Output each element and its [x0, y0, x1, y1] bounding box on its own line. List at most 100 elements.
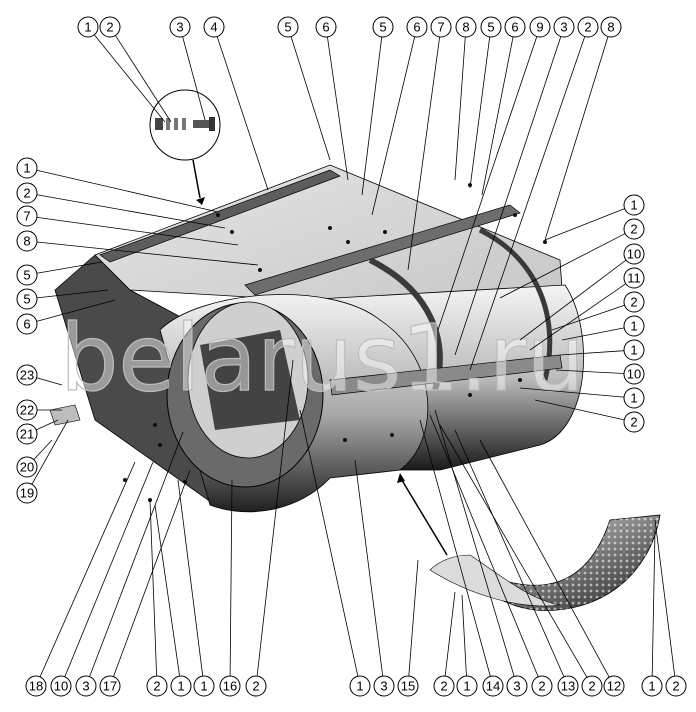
leader-line — [481, 36, 514, 196]
callout-bottom-8: 2 — [245, 359, 294, 697]
callout-number: 14 — [486, 679, 500, 694]
callout-circle — [557, 675, 579, 697]
leader-line — [299, 409, 359, 677]
callout-top-0: 1 — [77, 16, 166, 123]
callout-circle — [433, 675, 455, 697]
callout-number: 1 — [648, 679, 655, 694]
callout-bottom-0: 18 — [25, 461, 136, 697]
callout-circle — [531, 675, 553, 697]
callout-circle — [25, 675, 47, 697]
leader-line — [361, 36, 383, 196]
callout-left-10: 20 — [16, 439, 53, 478]
leader-line — [469, 36, 586, 371]
callout-bottom-5: 1 — [154, 504, 192, 697]
leader-line — [149, 499, 158, 677]
callout-number: 2 — [252, 679, 259, 694]
callout-number: 1 — [630, 319, 637, 334]
callout-circle — [16, 482, 38, 504]
callout-bottom-13: 1 — [456, 594, 478, 697]
callout-left-5: 5 — [16, 288, 109, 310]
leader-line — [561, 327, 625, 341]
leader-line — [534, 399, 625, 421]
leader-line — [555, 369, 625, 374]
callout-circle — [504, 16, 526, 38]
callout-number: 6 — [413, 20, 420, 35]
leader-line — [371, 36, 416, 216]
callout-circle — [406, 16, 428, 38]
callout-circle — [16, 364, 38, 386]
callout-number: 1 — [23, 161, 30, 176]
leader-line — [113, 469, 191, 677]
callout-number: 5 — [487, 20, 494, 35]
leader-line — [64, 461, 154, 677]
callout-right-9: 2 — [534, 399, 645, 433]
callout-bottom-16: 2 — [429, 414, 553, 697]
callout-number: 20 — [20, 460, 34, 475]
callout-number: 6 — [511, 20, 518, 35]
callout-number: 8 — [462, 20, 469, 35]
callout-circle — [506, 675, 528, 697]
callout-number: 7 — [23, 209, 30, 224]
leader-line — [654, 519, 676, 677]
leader-line — [33, 439, 53, 460]
leader-line — [544, 36, 609, 241]
callout-right-4: 2 — [551, 291, 645, 331]
callout-circle — [529, 16, 551, 38]
callout-right-2: 10 — [519, 243, 645, 341]
callout-bottom-18: 2 — [439, 424, 603, 697]
leader-line — [229, 479, 233, 677]
callout-circle — [623, 315, 645, 337]
callout-bottom-7: 16 — [219, 479, 241, 697]
callout-top-2: 3 — [169, 16, 206, 121]
callout-number: 2 — [630, 222, 637, 237]
leader-line — [454, 36, 562, 356]
callout-number: 3 — [82, 679, 89, 694]
callout-circle — [665, 675, 687, 697]
callout-number: 15 — [401, 679, 415, 694]
callout-number: 23 — [20, 368, 34, 383]
leader-line — [36, 241, 259, 266]
callout-circle — [480, 16, 502, 38]
callout-number: 11 — [627, 271, 641, 286]
leader-line — [551, 304, 625, 331]
inner-shadow — [200, 330, 300, 430]
callout-circle — [50, 675, 72, 697]
leader-line — [36, 169, 219, 213]
callout-circle — [16, 182, 38, 204]
leader-line — [290, 36, 331, 161]
mesh-sheet-small — [429, 554, 561, 607]
callout-right-0: 1 — [544, 194, 645, 241]
callout-number: 1 — [630, 198, 637, 213]
leader-line — [407, 36, 441, 271]
callout-number: 5 — [23, 292, 30, 307]
callout-top-3: 4 — [203, 16, 269, 191]
leader-line — [461, 594, 467, 677]
callout-circle — [623, 387, 645, 409]
callout-bottom-3: 17 — [99, 469, 191, 697]
leader-line — [479, 439, 610, 678]
callout-top-12: 9 — [437, 16, 551, 331]
callout-number: 12 — [607, 679, 621, 694]
callout-circle — [219, 675, 241, 697]
callout-number: 2 — [153, 679, 160, 694]
callout-circle — [146, 675, 168, 697]
callout-number: 2 — [630, 295, 637, 310]
leader-line — [115, 35, 172, 123]
callout-left-7: 23 — [16, 364, 63, 386]
callout-number: 1 — [630, 391, 637, 406]
callout-number: 10 — [627, 247, 641, 262]
callout-circle — [16, 423, 38, 445]
leader-line — [469, 36, 491, 189]
callout-number: 5 — [379, 20, 386, 35]
callout-circle — [16, 456, 38, 478]
leader-line — [36, 377, 63, 386]
callout-number: 8 — [607, 20, 614, 35]
callout-circle — [16, 288, 38, 310]
callout-top-6: 5 — [361, 16, 394, 196]
leader-line — [519, 387, 625, 398]
callout-number: 1 — [177, 679, 184, 694]
callout-number: 1 — [200, 679, 207, 694]
leader-line — [327, 36, 349, 181]
leader-line — [408, 559, 419, 677]
